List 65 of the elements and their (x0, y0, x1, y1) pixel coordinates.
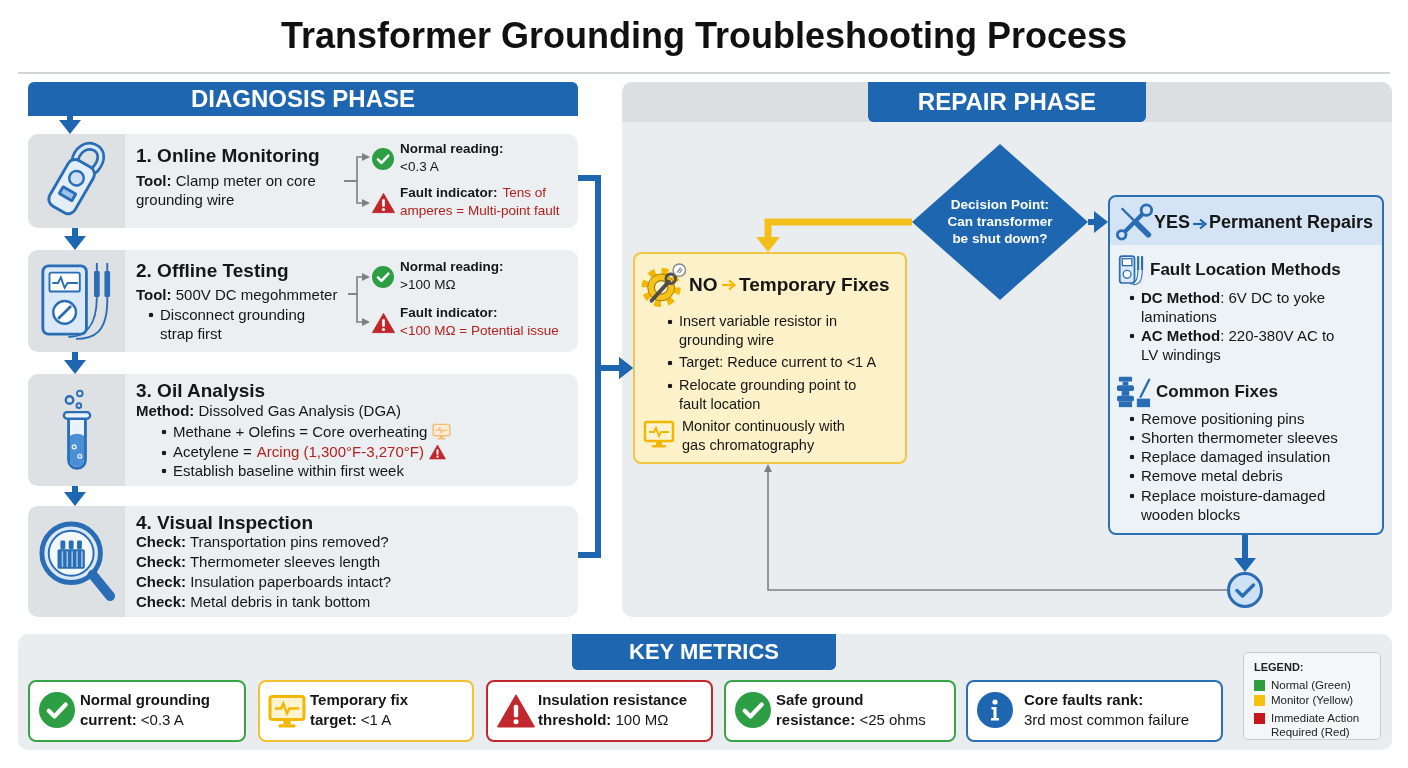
option-label: YES (1154, 211, 1191, 234)
flow-arrow (578, 357, 633, 558)
metric-value: 3rd most common failure (1024, 710, 1190, 730)
subsection-title: Fault Location Methods (1150, 259, 1341, 281)
legend-text: Monitor (Yellow) (1271, 693, 1355, 707)
metric-card (28, 680, 246, 742)
check-text: Check: Insulation paperboards intact? (136, 572, 392, 591)
step-title: 1. Online Monitoring (136, 144, 320, 168)
phase-panel (622, 82, 1392, 617)
step-card (28, 134, 578, 228)
flow-arrow (1088, 211, 1108, 233)
arcing-value: Arcing (1,300°F-3,270°F) (256, 443, 424, 460)
flow-arrow (64, 228, 86, 250)
section-header: DIAGNOSIS PHASE (28, 82, 578, 116)
metric-card (486, 680, 713, 742)
step-card (28, 250, 578, 352)
check-text: Check: Transportation pins removed? (136, 533, 389, 551)
metric-text: Temporary fix target: <1 A (310, 690, 410, 730)
check-text: Check: Thermometer sleeves length (136, 552, 380, 571)
metric-text: Normal grounding current: <0.3 A (80, 690, 211, 730)
reading-label: Normal reading: (400, 258, 504, 276)
flow-arrow (764, 464, 1228, 591)
check-text: Check: Metal debris in tank bottom (136, 592, 371, 611)
reading-value: <0.3 A (400, 158, 439, 176)
legend-text: Immediate Action Required (Red) (1271, 711, 1361, 739)
fault-value: <100 MΩ = Potential issue (400, 322, 559, 340)
metric-text: Safe ground resistance: <25 ohms (776, 690, 927, 730)
option-title: Permanent Repairs (1209, 211, 1374, 234)
monitor-note: Monitor continuously with gas chromatography (682, 417, 846, 455)
option-label: NO (689, 273, 718, 297)
step-card (28, 506, 578, 617)
option-title: Temporary Fixes (739, 273, 890, 297)
bullet-text: Acetylene = (159, 443, 252, 460)
tool-text: Tool: 500V DC megohmmeter (136, 285, 338, 304)
step-title: 2. Offline Testing (136, 259, 289, 283)
reading-label: Normal reading: (400, 140, 504, 158)
flow-arrow (347, 293, 370, 326)
metric-card (966, 680, 1223, 742)
flow-arrow (59, 116, 81, 134)
method-text: Method: Dissolved Gas Analysis (DGA) (136, 401, 402, 420)
reading-label: Fault indicator: (400, 304, 498, 322)
metric-text: Insulation resistance threshold: 100 MΩ (538, 690, 689, 730)
tool-text: Tool: Clamp meter on core grounding wire (136, 171, 317, 209)
legend-text: Normal (Green) (1271, 678, 1352, 692)
decision-text: Decision Point: Can transformer be shut down? (946, 196, 1054, 247)
flow-arrow (756, 218, 912, 252)
option-box (633, 252, 907, 464)
flow-arrow (64, 486, 86, 506)
flow-arrow (343, 180, 370, 207)
legend-title: LEGEND: (1254, 660, 1304, 674)
metric-title: Core faults rank: (1024, 690, 1144, 710)
metric-card (258, 680, 474, 742)
fault-indicator-text: Fault indicator: Tens of amperes = Multi-point fault (400, 184, 561, 220)
diagram-title: Transformer Grounding Troubleshooting Process (281, 14, 1128, 58)
flow-arrow (1234, 535, 1256, 572)
step-card (28, 374, 578, 486)
step-title: 3. Oil Analysis (136, 379, 266, 403)
reading-value: >100 MΩ (400, 276, 456, 294)
metrics-panel (18, 634, 1392, 750)
metric-card (724, 680, 956, 742)
flow-arrow (64, 352, 86, 374)
subsection-title: Common Fixes (1156, 381, 1278, 403)
step-title: 4. Visual Inspection (136, 511, 314, 535)
bullet-text: Target: Reduce current to <1 A (665, 353, 877, 372)
option-box (1108, 195, 1384, 535)
